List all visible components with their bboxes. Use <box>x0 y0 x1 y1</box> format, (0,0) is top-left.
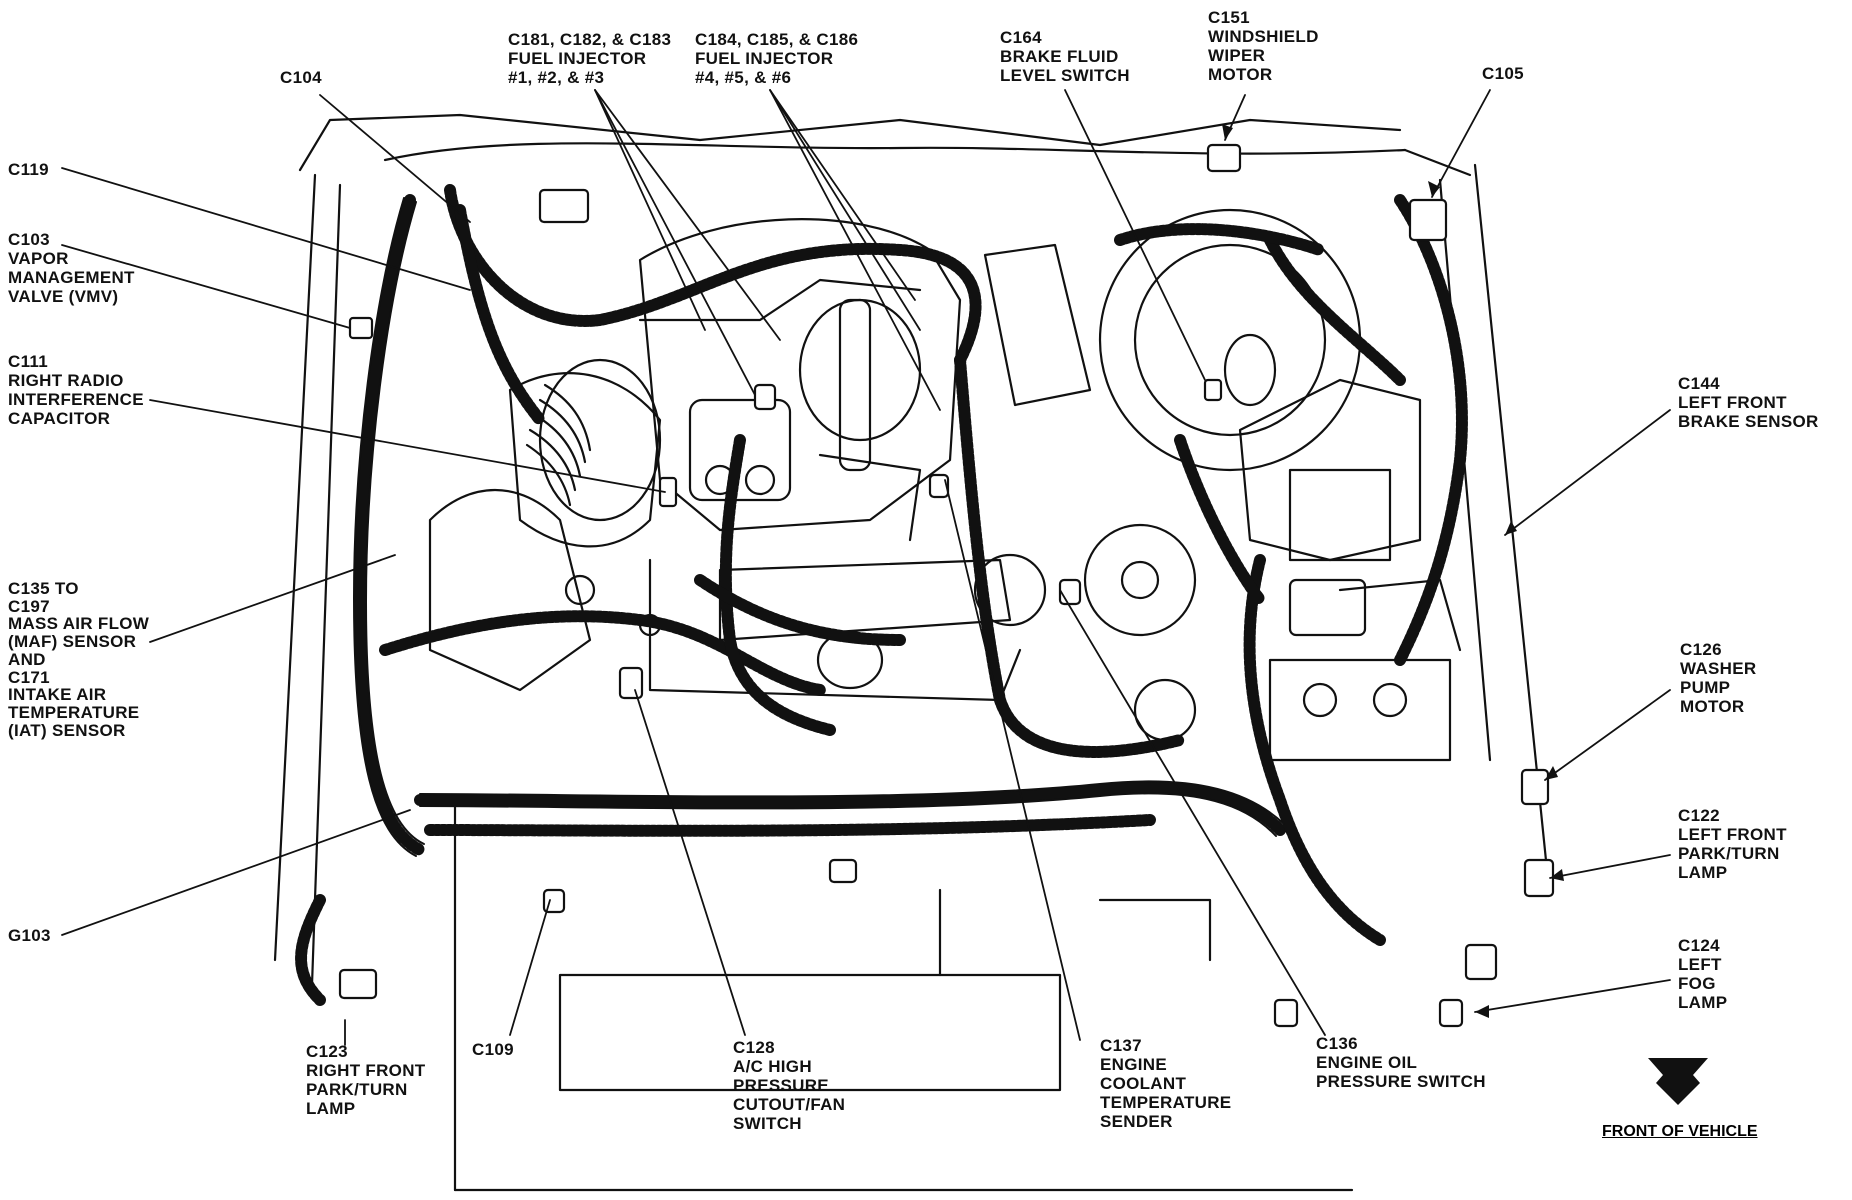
front-arrow-icon <box>1648 1058 1708 1105</box>
harness-outline <box>353 197 1285 857</box>
front-of-vehicle-label: FRONT OF VEHICLE <box>1602 1123 1758 1140</box>
leader-lines <box>61 89 1671 1046</box>
callout-c105: C105 <box>1482 64 1524 83</box>
engine-bay-outline <box>273 113 1550 1192</box>
callout-c104: C104 <box>280 68 322 87</box>
callout-g103: G103 <box>8 926 51 945</box>
callout-c119: C119 <box>8 160 49 179</box>
leader-arrowheads <box>1222 124 1564 1018</box>
wiring-harness <box>295 184 1468 1006</box>
callout-c109: C109 <box>472 1040 514 1059</box>
